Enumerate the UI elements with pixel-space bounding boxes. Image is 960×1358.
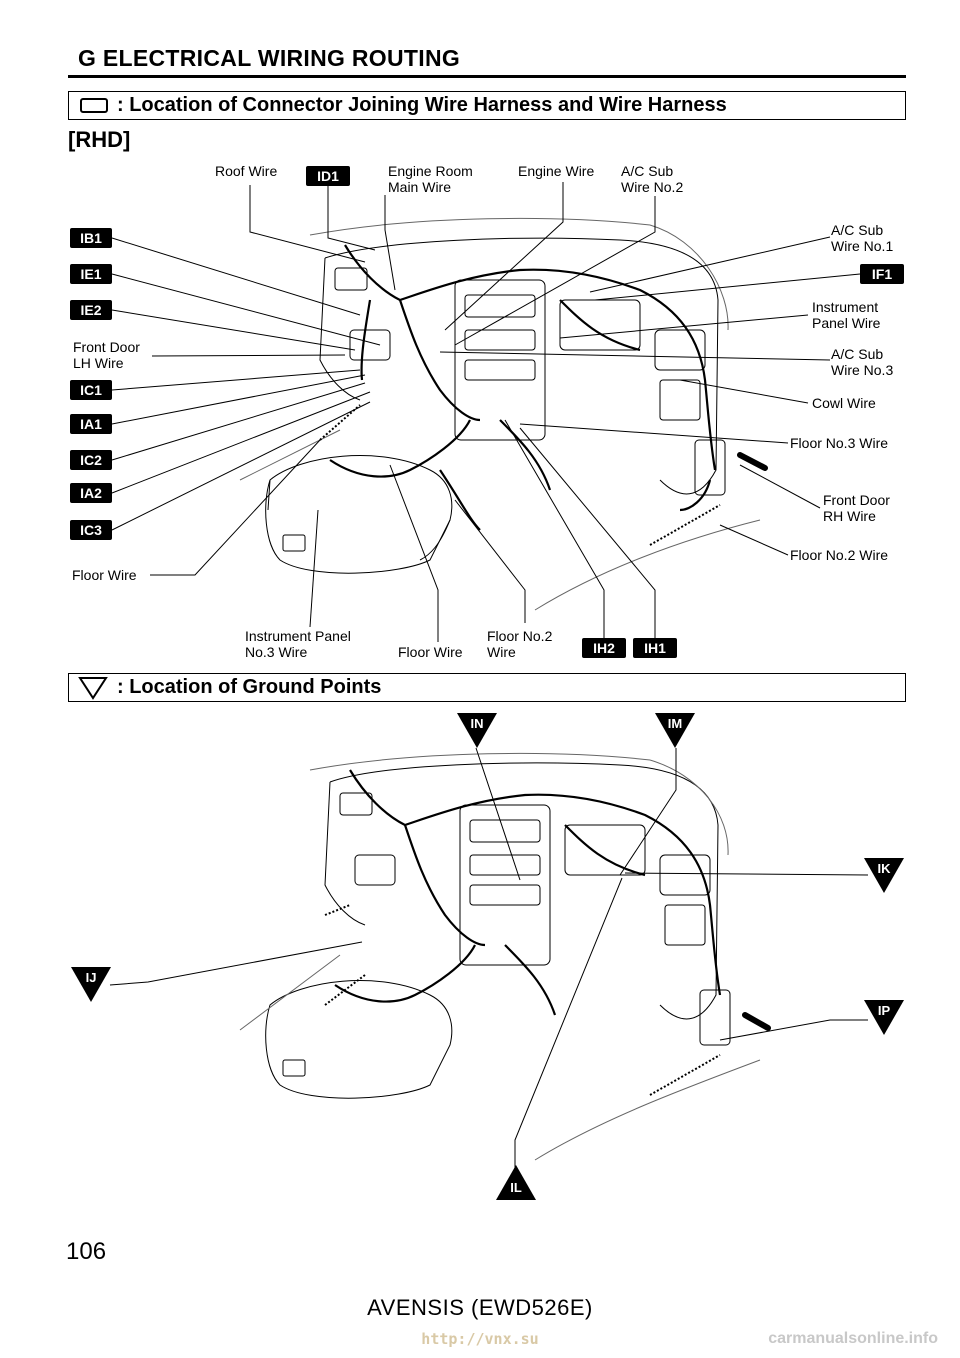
- harness-dashes-top: [319, 404, 721, 546]
- label-line: LH Wire: [73, 355, 124, 371]
- ground-point-IN-label: IN: [470, 716, 484, 731]
- label-line: Floor No.2: [487, 628, 553, 644]
- code-IC1: IC1: [70, 380, 112, 400]
- ground-point-IL-icon: [496, 1165, 536, 1200]
- code-IF1: IF1: [860, 264, 904, 284]
- label-line: Wire No.3: [831, 362, 894, 378]
- dashboard-illustration-bottom: [239, 752, 771, 1161]
- ground-point-IK-icon: [864, 858, 904, 893]
- label-instrument-panel-no3-wire: Instrument Panel No.3 Wire: [245, 628, 351, 660]
- label-ac-sub-wire-no2: A/C Sub Wire No.2: [621, 163, 683, 195]
- ground-point-IN-icon: [457, 713, 497, 748]
- label-cowl-wire: Cowl Wire: [812, 395, 876, 411]
- label-line: Instrument: [812, 299, 879, 315]
- harness-dashes-bottom: [324, 904, 721, 1096]
- leader-lines-top: [111, 182, 861, 642]
- label-engine-room-main-wire: Engine Room Main Wire: [388, 163, 473, 195]
- code-IE1: IE1: [70, 264, 112, 284]
- ground-point-IK-label: IK: [877, 861, 891, 876]
- code-IA2: IA2: [70, 483, 112, 503]
- ground-point-IP-label: IP: [877, 1003, 891, 1018]
- harness-routes-bottom: [334, 769, 722, 1016]
- label-front-door-lh-wire: Front Door LH Wire: [73, 339, 140, 371]
- label-ac-sub-wire-no3: A/C Sub Wire No.3: [831, 346, 893, 378]
- label-ac-sub-wire-no1: A/C Sub Wire No.1: [831, 222, 893, 254]
- harness-routes-top: [329, 244, 717, 531]
- ground-point-IM-icon: [655, 713, 695, 748]
- label-line: Wire No.2: [621, 179, 684, 195]
- ground-section-title: : Location of Ground Points: [117, 676, 382, 698]
- label-line: Front Door: [823, 492, 890, 508]
- code-IH2: IH2: [582, 638, 626, 658]
- label-floor-no2-wire-right: Floor No.2 Wire: [790, 547, 889, 563]
- document-footer: AVENSIS (EWD526E): [367, 1295, 593, 1320]
- label-line: Front Door: [73, 339, 140, 355]
- page-number: 106: [66, 1238, 107, 1265]
- ground-point-IJ-icon: [71, 967, 111, 1002]
- watermark: carmanualsonline.info: [768, 1330, 938, 1347]
- code-IA1: IA1: [70, 414, 112, 434]
- connector-box-icon: [80, 98, 108, 113]
- ground-points: [71, 713, 904, 1200]
- leader-lines-bottom: [109, 747, 869, 1170]
- label-line: Panel Wire: [812, 315, 881, 331]
- label-line: Main Wire: [388, 179, 452, 195]
- label-floor-no3-wire: Floor No.3 Wire: [790, 435, 889, 451]
- label-line: Wire: [487, 644, 516, 660]
- label-roof-wire: Roof Wire: [215, 163, 278, 179]
- label-engine-wire: Engine Wire: [518, 163, 595, 179]
- ground-point-IL-label: IL: [510, 1180, 522, 1195]
- source-url: http://vnx.su: [421, 1330, 539, 1348]
- label-floor-no2-wire-bottom: Floor No.2 Wire: [487, 628, 552, 660]
- ground-point-IP-icon: [864, 1000, 904, 1035]
- ground-point-IM-label: IM: [667, 716, 683, 731]
- label-line: Wire No.1: [831, 238, 894, 254]
- code-IC2: IC2: [70, 450, 112, 470]
- ground-point-IJ-label: IJ: [85, 970, 97, 985]
- label-floor-wire-bottom: Floor Wire: [398, 644, 463, 660]
- code-IE2: IE2: [70, 300, 112, 320]
- page-title: G ELECTRICAL WIRING ROUTING: [78, 45, 461, 71]
- ground-triangle-icon: [78, 677, 108, 700]
- label-line: Instrument Panel: [245, 628, 351, 644]
- label-line: A/C Sub: [831, 346, 884, 362]
- label-line: No.3 Wire: [245, 644, 308, 660]
- connector-section-header: : Location of Connector Joining Wire Har…: [68, 91, 906, 120]
- label-line: RH Wire: [823, 508, 876, 524]
- variant-label: [RHD]: [68, 127, 131, 152]
- connector-section-title: : Location of Connector Joining Wire Har…: [117, 94, 727, 116]
- label-line: A/C Sub: [621, 163, 674, 179]
- label-front-door-rh-wire: Front Door RH Wire: [823, 492, 890, 524]
- label-line: A/C Sub: [831, 222, 884, 238]
- code-IB1: IB1: [70, 228, 112, 248]
- label-line: Engine Room: [388, 163, 473, 179]
- code-IH1: IH1: [633, 638, 677, 658]
- label-instrument-panel-wire: Instrument Panel Wire: [812, 299, 880, 331]
- label-floor-wire-left: Floor Wire: [72, 567, 137, 583]
- code-ID1: ID1: [306, 166, 350, 186]
- title-rule: [68, 75, 906, 78]
- ground-section-header: : Location of Ground Points: [68, 673, 906, 702]
- code-IC3: IC3: [70, 520, 112, 540]
